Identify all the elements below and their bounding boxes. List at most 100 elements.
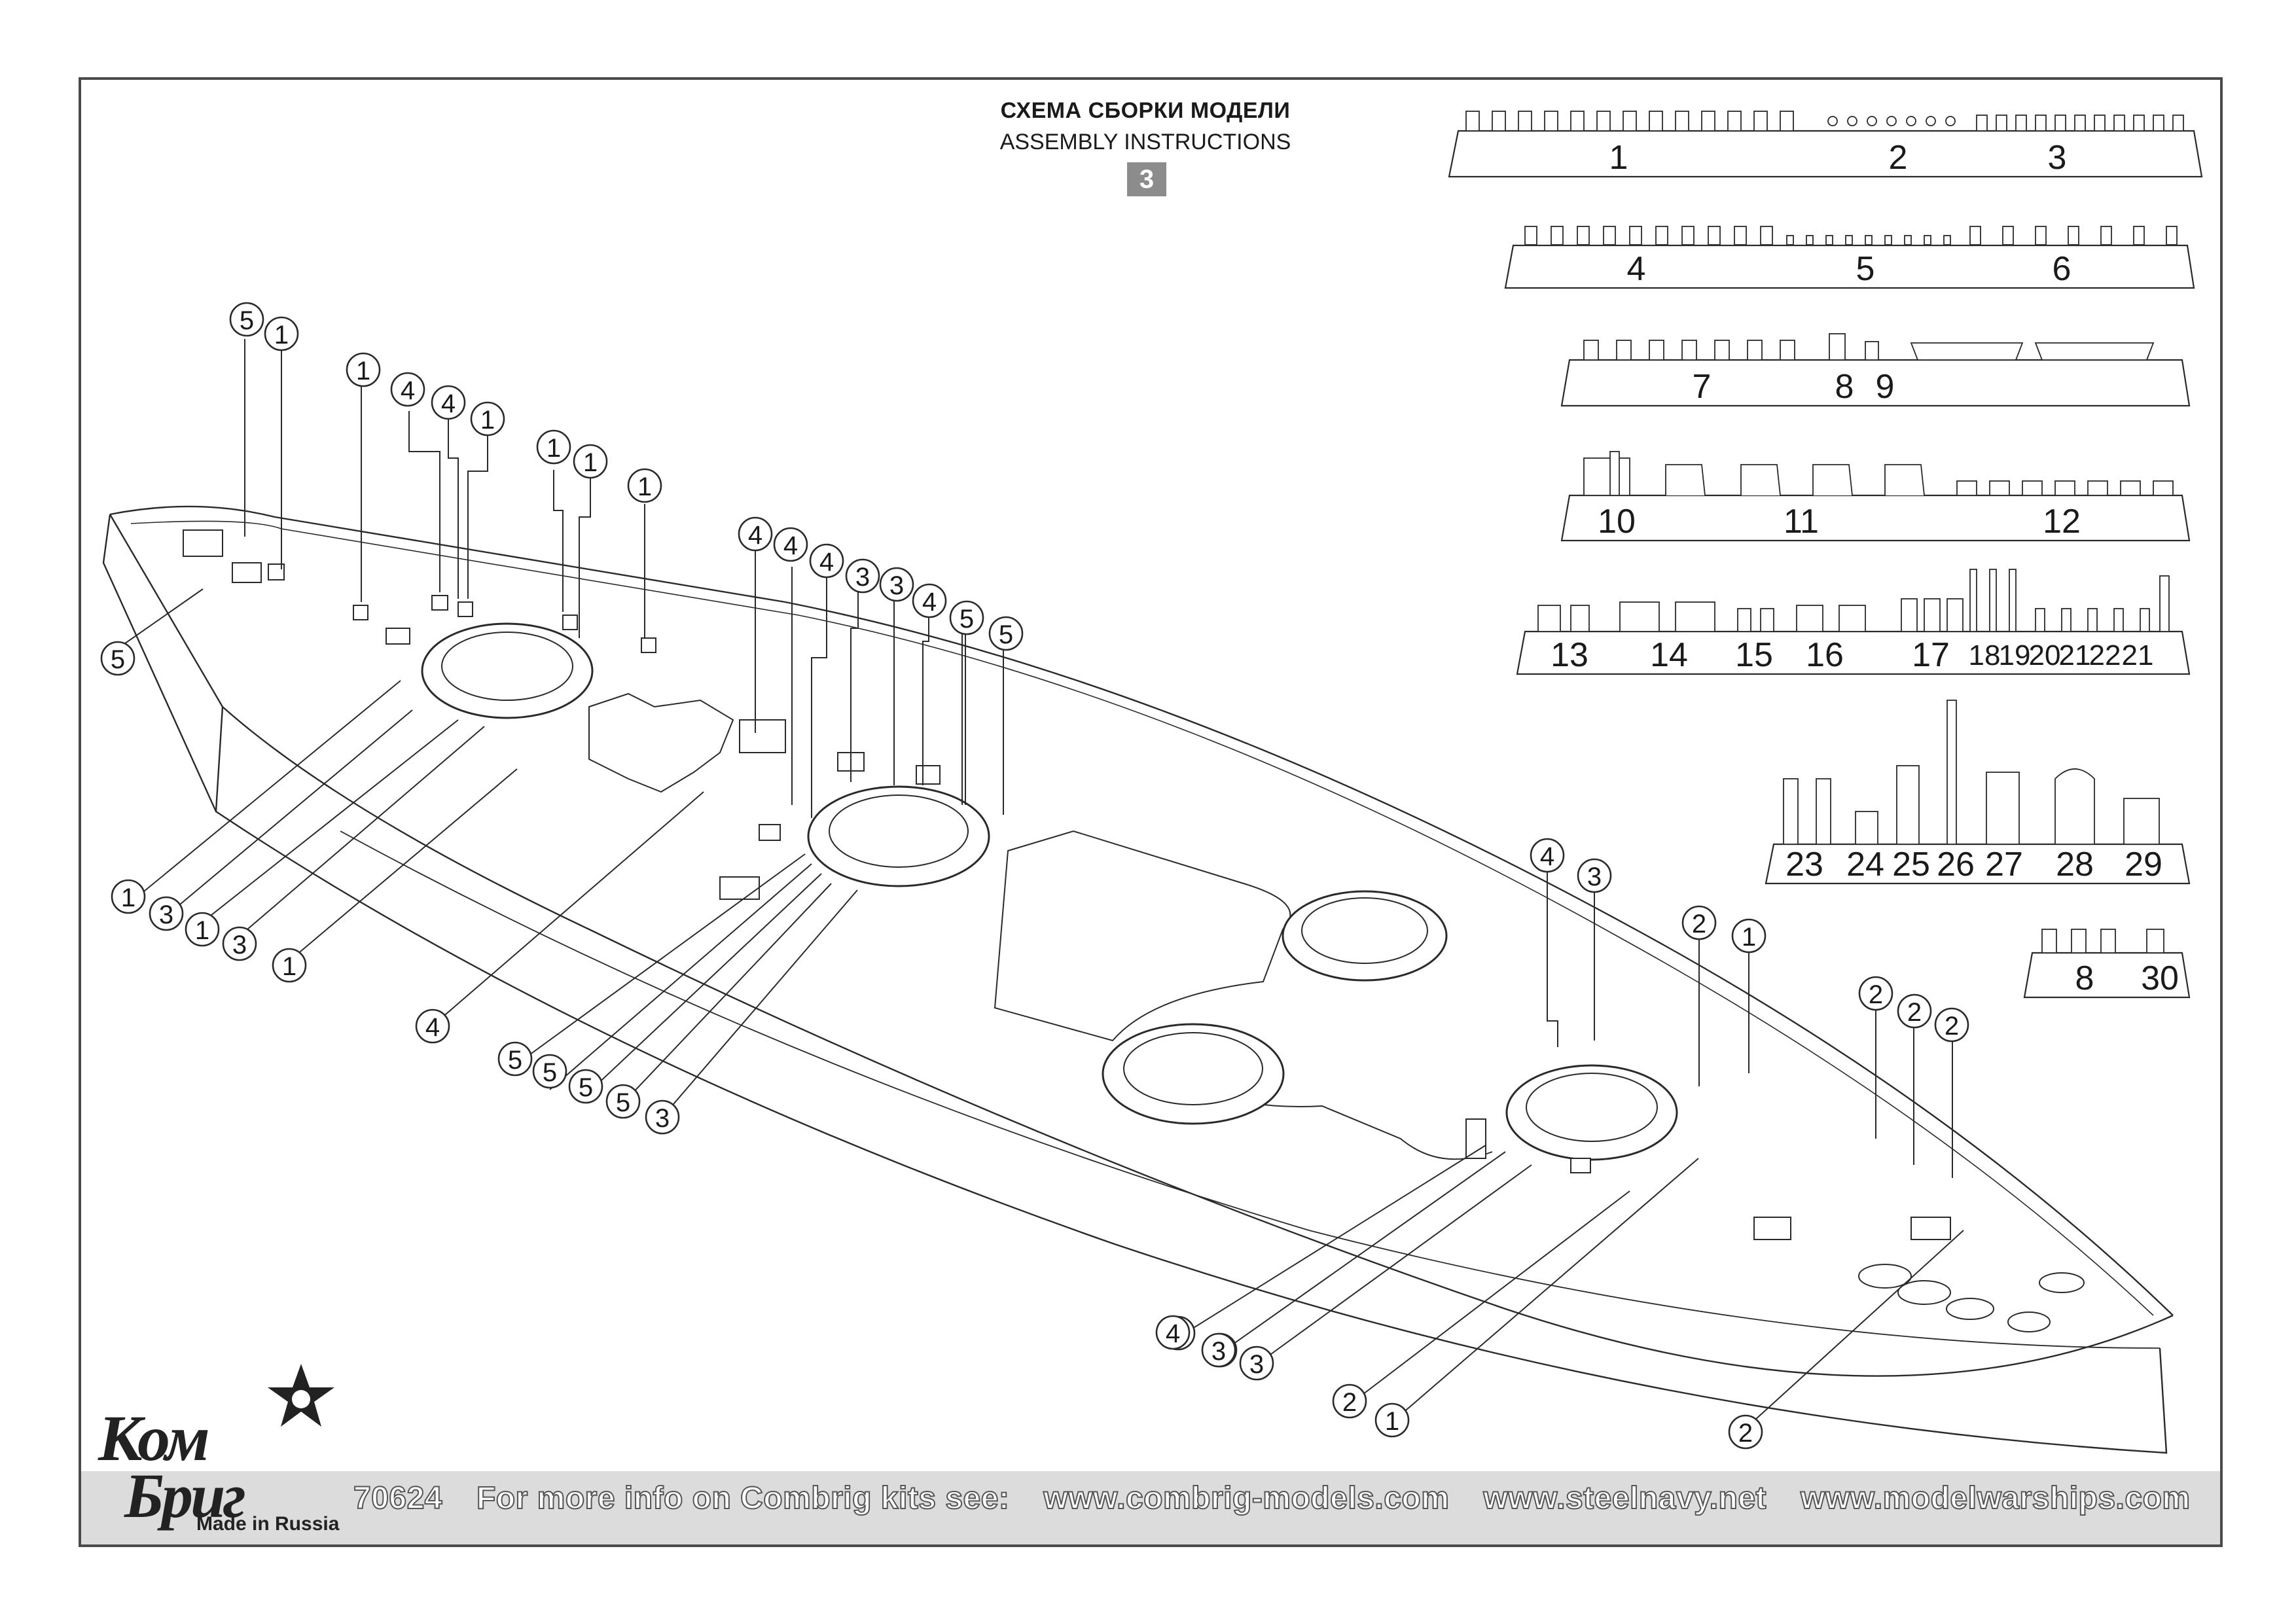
svg-text:7: 7 bbox=[1693, 368, 1712, 406]
svg-text:4: 4 bbox=[1540, 842, 1554, 871]
svg-text:27: 27 bbox=[1985, 846, 2023, 883]
svg-text:2: 2 bbox=[1889, 139, 1908, 177]
svg-text:25: 25 bbox=[1892, 846, 1930, 883]
svg-text:4: 4 bbox=[1166, 1319, 1180, 1348]
callout-bubble: 1 bbox=[264, 316, 299, 351]
tray6-parts bbox=[1783, 700, 2160, 845]
tray3-parts bbox=[1583, 333, 2155, 361]
callout-bubble: 1 bbox=[185, 912, 220, 947]
svg-text:4: 4 bbox=[441, 389, 456, 418]
svg-text:5: 5 bbox=[111, 645, 125, 674]
svg-text:1: 1 bbox=[121, 883, 135, 912]
tray5-parts bbox=[1537, 569, 2170, 632]
footer-bar bbox=[81, 1471, 2220, 1544]
svg-text:8: 8 bbox=[1835, 368, 1854, 406]
title-english: ASSEMBLY INSTRUCTIONS bbox=[999, 130, 1291, 154]
tray-labels: 1 2 3 4 5 6 7 8 9 10 11 12 13 14 15 16 1… bbox=[1551, 139, 2179, 997]
callout-bubble: 5 bbox=[229, 302, 264, 337]
svg-text:5: 5 bbox=[543, 1058, 557, 1087]
svg-text:2: 2 bbox=[1907, 998, 1922, 1027]
svg-text:22: 22 bbox=[2089, 639, 2121, 671]
svg-text:13: 13 bbox=[1551, 636, 1588, 674]
callout-bubble: 1 bbox=[1731, 918, 1767, 954]
svg-text:24: 24 bbox=[1846, 846, 1884, 883]
step-number-badge: 3 bbox=[1127, 162, 1166, 196]
svg-text:5: 5 bbox=[960, 605, 974, 633]
callout-bubble: 4 bbox=[1155, 1315, 1191, 1350]
callout-bubble: 4 bbox=[1530, 838, 1565, 873]
svg-text:26: 26 bbox=[1937, 846, 1975, 883]
star-icon bbox=[268, 1364, 334, 1427]
svg-text:20: 20 bbox=[2029, 639, 2061, 671]
svg-text:1: 1 bbox=[583, 448, 598, 477]
svg-text:4: 4 bbox=[1627, 250, 1646, 288]
website-link-modelwarships[interactable]: www.modelwarships.com bbox=[1800, 1480, 2191, 1516]
callout-bubble: 3 bbox=[222, 926, 257, 961]
svg-text:3: 3 bbox=[1249, 1350, 1264, 1379]
svg-text:1: 1 bbox=[356, 357, 370, 385]
svg-text:8: 8 bbox=[2075, 959, 2094, 997]
svg-text:10: 10 bbox=[1598, 503, 1636, 541]
svg-text:3: 3 bbox=[232, 931, 247, 959]
callout-bubble: 4 bbox=[431, 385, 466, 420]
callout-bubble: 3 bbox=[845, 558, 880, 594]
callout-bubble: 2 bbox=[1934, 1007, 1969, 1043]
callout-bubble: 1 bbox=[1374, 1402, 1410, 1438]
callout-bubble: 4 bbox=[809, 543, 844, 579]
callout-bubble: 3 bbox=[1201, 1332, 1236, 1368]
callout-bubble: 1 bbox=[346, 352, 381, 387]
callout-bubble: 5 bbox=[988, 616, 1024, 651]
callout-bubble: 5 bbox=[568, 1069, 603, 1104]
callout-bubble: 3 bbox=[1577, 858, 1612, 893]
svg-text:11: 11 bbox=[1784, 503, 1819, 541]
callout-bubble: 4 bbox=[390, 372, 425, 407]
title-russian: СХЕМА СБОРКИ МОДЕЛИ bbox=[1000, 98, 1291, 123]
callout-bubble: 5 bbox=[605, 1084, 641, 1119]
svg-text:2: 2 bbox=[1869, 980, 1883, 1009]
website-link-combrig[interactable]: www.combrig-models.com bbox=[1043, 1480, 1450, 1516]
callout-bubble: 4 bbox=[738, 516, 773, 552]
svg-text:1: 1 bbox=[274, 321, 289, 349]
svg-text:30: 30 bbox=[2141, 959, 2179, 997]
svg-text:28: 28 bbox=[2056, 846, 2094, 883]
callout-bubble: 3 bbox=[645, 1099, 680, 1135]
svg-text:1: 1 bbox=[282, 952, 296, 981]
svg-text:3: 3 bbox=[855, 563, 870, 592]
svg-text:5: 5 bbox=[999, 620, 1013, 649]
tray2-parts bbox=[1524, 226, 2178, 245]
callout-bubble: 4 bbox=[773, 527, 808, 562]
callout-bubble: 5 bbox=[949, 600, 984, 635]
logo-line-2: Бриг bbox=[124, 1461, 246, 1531]
svg-text:2: 2 bbox=[1945, 1012, 1959, 1041]
svg-text:18: 18 bbox=[1969, 639, 2001, 671]
svg-text:3: 3 bbox=[1211, 1337, 1226, 1366]
callout-bubble: 1 bbox=[470, 401, 505, 437]
svg-text:16: 16 bbox=[1806, 636, 1844, 674]
callout-bubble: 3 bbox=[1239, 1346, 1274, 1381]
callout-bubble: 2 bbox=[1681, 905, 1717, 940]
svg-text:2: 2 bbox=[1738, 1419, 1753, 1448]
svg-text:4: 4 bbox=[748, 521, 762, 550]
callout-bubble: 5 bbox=[532, 1054, 567, 1089]
callout-bubble: 2 bbox=[1728, 1414, 1763, 1450]
turret-barbettes bbox=[421, 622, 1678, 1161]
svg-text:5: 5 bbox=[616, 1088, 630, 1117]
callouts: 5 1 1 4 4 1 1 1 1 5 1 3 1 3 1 4 4 4 4 3 … bbox=[100, 302, 1969, 1450]
svg-text:2: 2 bbox=[1342, 1388, 1357, 1417]
callout-bubble: 1 bbox=[111, 879, 146, 914]
svg-text:21: 21 bbox=[2059, 639, 2091, 671]
svg-text:5: 5 bbox=[579, 1073, 593, 1102]
svg-text:12: 12 bbox=[2043, 503, 2081, 541]
logo-line-1: Ком bbox=[98, 1402, 210, 1474]
svg-text:6: 6 bbox=[2053, 250, 2072, 288]
callout-bubble: 1 bbox=[627, 468, 662, 503]
svg-text:1: 1 bbox=[1609, 139, 1628, 177]
svg-text:5: 5 bbox=[1856, 250, 1875, 288]
svg-text:2: 2 bbox=[1692, 910, 1706, 938]
callout-bubble: 3 bbox=[149, 896, 184, 931]
website-link-steelnavy[interactable]: www.steelnavy.net bbox=[1482, 1480, 1767, 1516]
tray4-parts bbox=[1583, 451, 2174, 496]
callout-bubble: 1 bbox=[573, 444, 608, 479]
callout-bubble: 3 bbox=[879, 567, 914, 602]
